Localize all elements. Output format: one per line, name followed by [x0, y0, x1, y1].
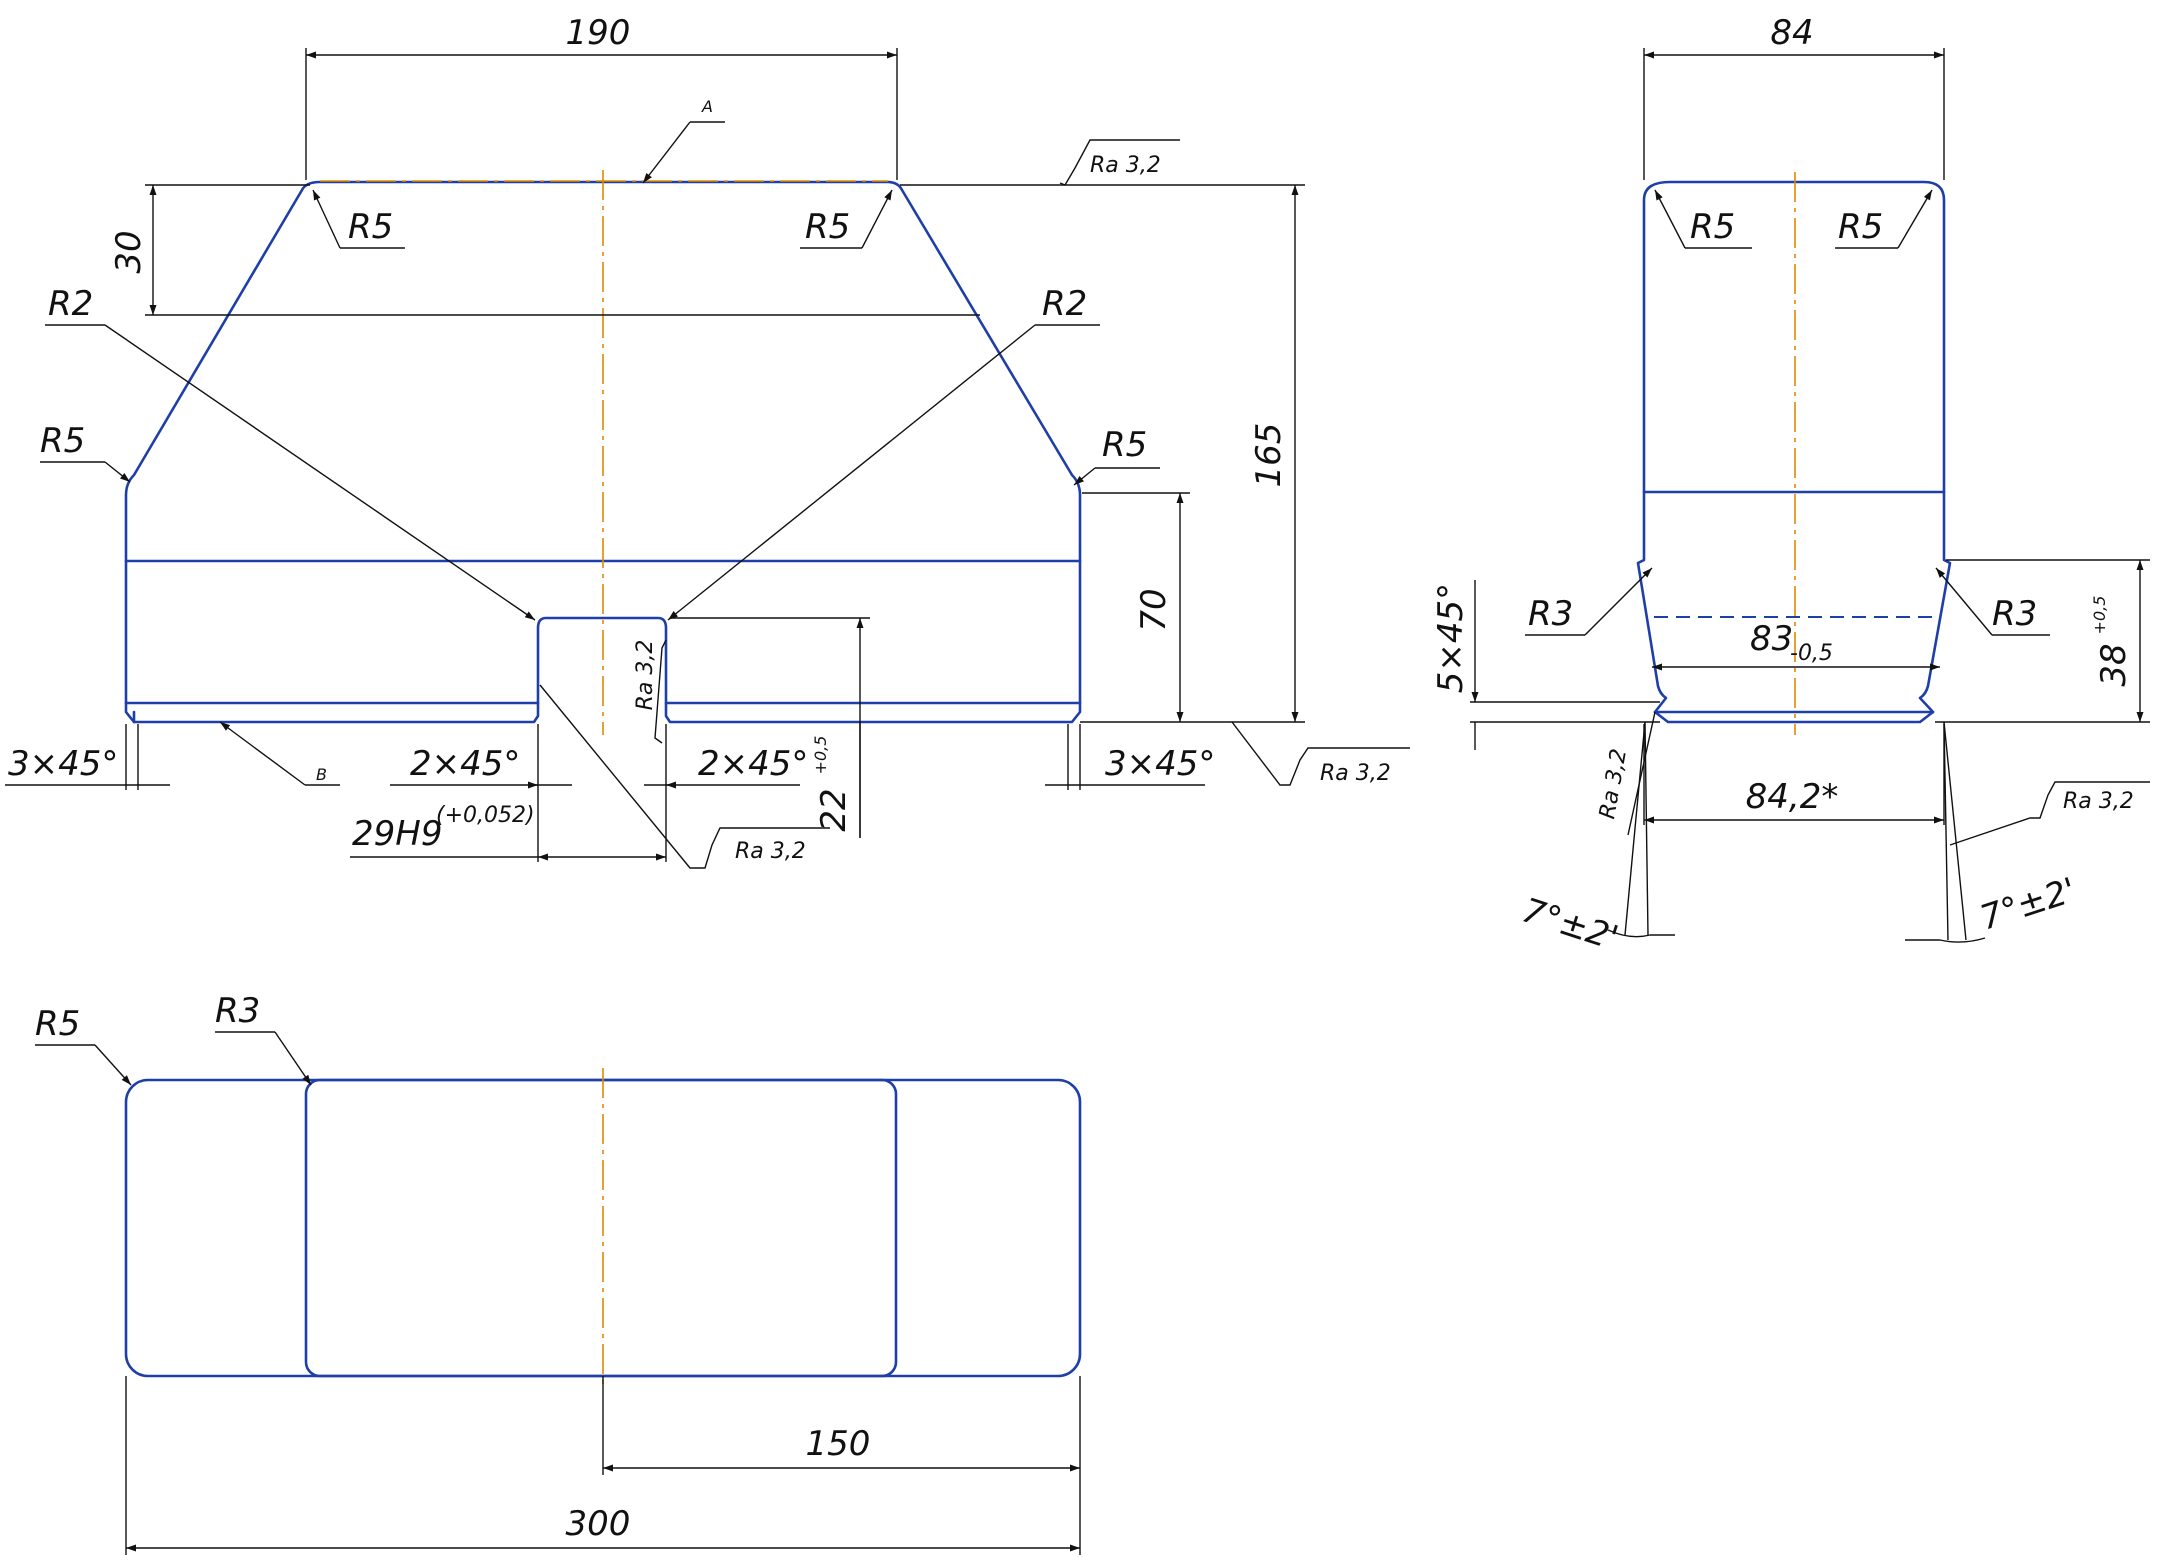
side-view: 84 R5 R5 R3 R3 83 -0,5 38 +0,5 5×45° — [1431, 13, 2150, 959]
dim-half-length: 150 — [806, 1424, 871, 1464]
top-view-inner-outline — [304, 1078, 898, 1378]
dim-inner-width-tol: -0,5 — [1790, 641, 1833, 666]
dim-base-width: 84,2* — [1746, 777, 1839, 817]
side-radius-top-right: R5 — [1838, 207, 1883, 247]
dim-top-width: 190 — [566, 13, 631, 53]
dim-slot-width: 29H9 — [352, 814, 442, 854]
radius-side-left: R5 — [40, 421, 85, 461]
chamfer-slot-right: 2×45° — [698, 744, 808, 784]
side-view-outline — [1636, 180, 1952, 724]
side-angle-right: 7°±2' — [1975, 870, 2081, 938]
chamfer-outer-left: 3×45° — [8, 744, 118, 784]
dim-top-band: 30 — [109, 230, 149, 273]
dim-inner-width: 83 — [1750, 619, 1793, 659]
roughness-bottom: Ra 3,2 — [1320, 761, 1391, 786]
dim-side-height: 38 — [2094, 643, 2134, 686]
side-roughness-left: Ra 3,2 — [1595, 747, 1632, 821]
side-chamfer: 5×45° — [1431, 583, 1471, 693]
dim-slot-tolerance: (+0,052) — [436, 803, 535, 828]
dim-overall-height: 165 — [1249, 423, 1289, 488]
dim-side-height-tol: +0,5 — [2090, 596, 2109, 635]
roughness-slot-side: Ra 3,2 — [633, 640, 658, 711]
side-roughness-right: Ra 3,2 — [2063, 789, 2134, 814]
side-radius-right: R3 — [1992, 594, 2037, 634]
radius-side-right: R5 — [1102, 425, 1147, 465]
dim-side-width: 84 — [1770, 13, 1813, 53]
roughness-slot-bottom: Ra 3,2 — [735, 839, 806, 864]
radius-top-left: R5 — [348, 207, 393, 247]
dim-slot-depth-tol: +0,5 — [811, 736, 830, 775]
side-angle-left: 7°±2' — [1517, 891, 1623, 959]
side-radius-left: R3 — [1528, 594, 1573, 634]
top-radius-inner: R3 — [215, 991, 260, 1031]
chamfer-outer-right: 3×45° — [1105, 744, 1215, 784]
front-view: 190 30 165 70 Ra 3,2 A R5 R5 R2 — [5, 13, 1410, 869]
roughness-top: Ra 3,2 — [1090, 153, 1161, 178]
side-radius-top-left: R5 — [1690, 207, 1735, 247]
surface-label-b: B — [316, 765, 327, 784]
surface-label-a: A — [701, 97, 713, 116]
top-view: R5 R3 150 300 — [35, 991, 1082, 1555]
dim-body-height: 70 — [1134, 588, 1174, 631]
dim-length: 300 — [566, 1504, 631, 1544]
dim-slot-depth: 22 — [814, 788, 854, 831]
radius-top-right: R5 — [805, 207, 850, 247]
radius-slot-left: R2 — [48, 284, 93, 324]
chamfer-slot-left: 2×45° — [410, 744, 520, 784]
radius-slot-right: R2 — [1042, 284, 1087, 324]
top-radius-outer: R5 — [35, 1004, 80, 1044]
front-view-outline — [124, 180, 1082, 724]
